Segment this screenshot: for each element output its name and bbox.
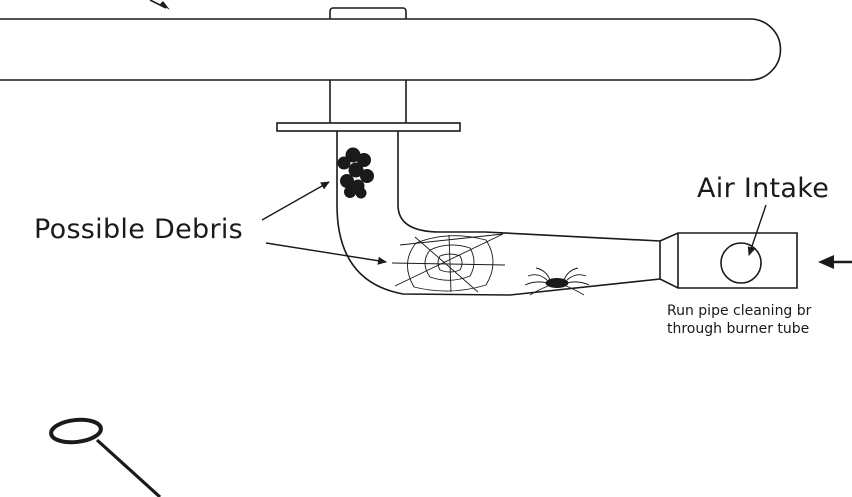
debris-arrow-upper — [261, 181, 330, 221]
possible-debris-label: Possible Debris — [34, 214, 244, 245]
direction-arrow-icon — [818, 255, 852, 269]
pipe-cleaning-brush-icon — [49, 417, 162, 497]
instruction-line-2: through burner tube — [667, 321, 810, 337]
air-intake-arrow — [747, 204, 767, 256]
flange-plate — [276, 122, 461, 132]
connector-stub — [329, 80, 407, 123]
spider-web-icon — [391, 233, 506, 293]
instruction-line-1: Run pipe cleaning br — [667, 303, 812, 319]
debris-cluster-icon — [337, 147, 374, 199]
air-intake-opening — [720, 242, 762, 284]
main-burner-pipe — [0, 18, 782, 81]
burner-tube — [336, 131, 661, 296]
air-intake-label: Air Intake — [697, 173, 830, 204]
top-left-arrow — [149, 0, 167, 9]
spider-icon — [524, 267, 590, 296]
debris-arrow-lower — [265, 242, 387, 265]
